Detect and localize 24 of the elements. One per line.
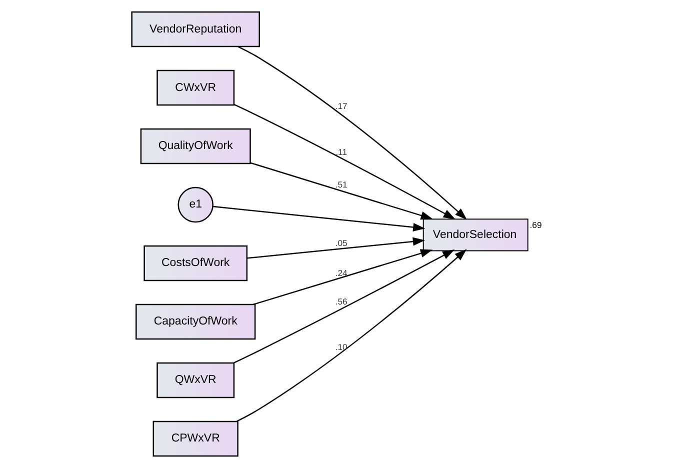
node-box: QWxVR (156, 362, 234, 398)
arrow (246, 237, 424, 259)
edge-label: .10 (334, 342, 347, 352)
edge-label: .56 (334, 296, 347, 307)
arrow (234, 104, 455, 220)
node-box: CPWxVR (152, 420, 238, 457)
node-box: VendorReputation (130, 11, 260, 48)
node-label: .69 (529, 220, 542, 230)
node-box: QualityOfWork (140, 128, 250, 164)
edge-label: .11 (335, 147, 347, 158)
node-box: CWxVR (156, 70, 234, 106)
arrow (233, 250, 454, 364)
edge-label: .05 (334, 238, 347, 248)
edge-label: .51 (334, 180, 347, 190)
arrow (252, 249, 432, 305)
arrow (237, 46, 467, 220)
edge-label: .17 (334, 101, 347, 112)
edge-label: .24 (334, 268, 347, 278)
arrow (212, 206, 425, 232)
node-box: CapacityOfWork (135, 304, 256, 340)
node-circle: e1 (177, 186, 213, 223)
arrow (250, 162, 432, 220)
node-box: CostsOfWork (143, 245, 248, 282)
arrow (236, 249, 466, 422)
